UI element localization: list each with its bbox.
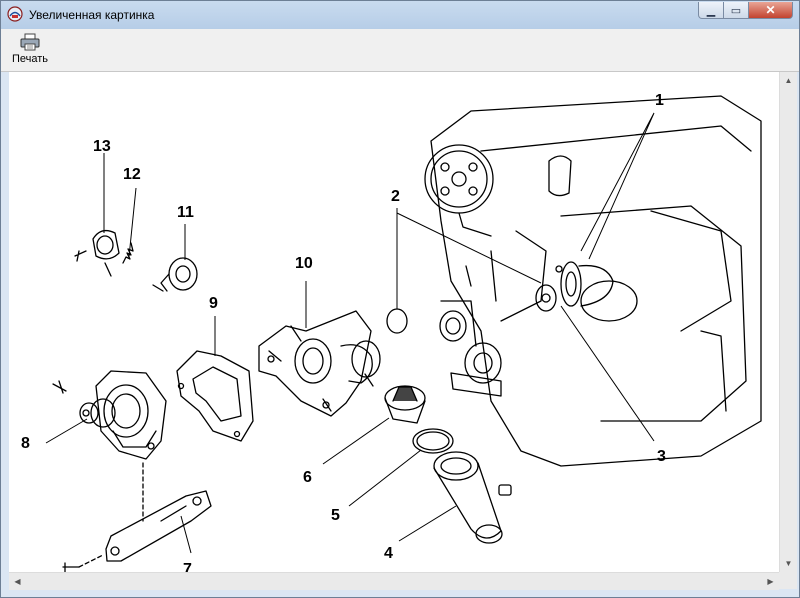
callout-2: 2 [391, 188, 400, 205]
close-icon: ✕ [765, 3, 776, 17]
horizontal-scrollbar[interactable]: ◀ ▶ [9, 572, 779, 590]
scroll-left-button[interactable]: ◀ [9, 573, 26, 590]
callout-9: 9 [209, 295, 218, 312]
callout-6: 6 [303, 469, 312, 486]
printer-icon [20, 33, 40, 51]
print-button[interactable]: Печать [8, 32, 52, 68]
callout-4: 4 [384, 545, 393, 562]
toolbar: Печать [1, 29, 799, 72]
callout-leaders [45, 112, 655, 554]
water-outlet-pipe [433, 451, 512, 544]
callout-10: 10 [295, 255, 313, 272]
window-controls: ▁ ▭ ✕ [698, 2, 793, 21]
callout-13: 13 [93, 138, 111, 155]
minimize-icon: ▁ [706, 4, 716, 17]
callout-1: 1 [655, 92, 664, 109]
pump-housing [258, 310, 381, 417]
idler-pulley [152, 257, 198, 292]
callout-5: 5 [331, 507, 340, 524]
engine-block [430, 95, 762, 467]
scroll-up-icon: ▲ [784, 76, 793, 85]
scroll-right-icon: ▶ [767, 577, 774, 586]
scrollbar-corner [779, 572, 797, 589]
minimize-button[interactable]: ▁ [698, 2, 724, 19]
print-label: Печать [11, 53, 49, 65]
callout-labels: 1 2 3 4 5 6 7 8 9 10 11 12 13 [21, 92, 666, 572]
callout-12: 12 [123, 166, 141, 183]
maximize-icon: ▭ [730, 4, 742, 17]
o-ring [386, 308, 408, 334]
callout-3: 3 [657, 448, 666, 465]
scroll-up-button[interactable]: ▲ [780, 72, 797, 89]
window-title: Увеличенная картинка [29, 8, 155, 22]
pump-gasket [176, 350, 254, 442]
thermostat-gasket [412, 428, 454, 454]
pump-bracket [62, 462, 212, 572]
scroll-left-icon: ◀ [14, 577, 21, 586]
scroll-down-button[interactable]: ▼ [780, 555, 797, 572]
title-bar[interactable]: Увеличенная картинка ▁ ▭ ✕ [1, 1, 799, 29]
maximize-button[interactable]: ▭ [724, 2, 749, 19]
thermostat [384, 385, 426, 424]
callout-8: 8 [21, 435, 30, 452]
tension-spring [122, 242, 134, 264]
water-inlet-pipe [535, 261, 638, 322]
app-icon [7, 6, 23, 22]
vertical-scrollbar[interactable]: ▲ ▼ [779, 72, 797, 572]
scroll-down-icon: ▼ [784, 559, 793, 568]
callout-7: 7 [183, 561, 192, 572]
water-pump [52, 370, 167, 460]
scroll-right-button[interactable]: ▶ [762, 573, 779, 590]
enlarged-image: 1 2 3 4 5 6 7 8 9 10 11 12 13 [9, 72, 779, 572]
close-button[interactable]: ✕ [749, 2, 793, 19]
tensioner-pulley [74, 229, 120, 277]
exploded-parts-diagram: 1 2 3 4 5 6 7 8 9 10 11 12 13 [21, 92, 762, 572]
camshaft-sprocket [424, 144, 494, 237]
idler-pulleys [439, 300, 502, 397]
callout-11: 11 [177, 204, 194, 221]
